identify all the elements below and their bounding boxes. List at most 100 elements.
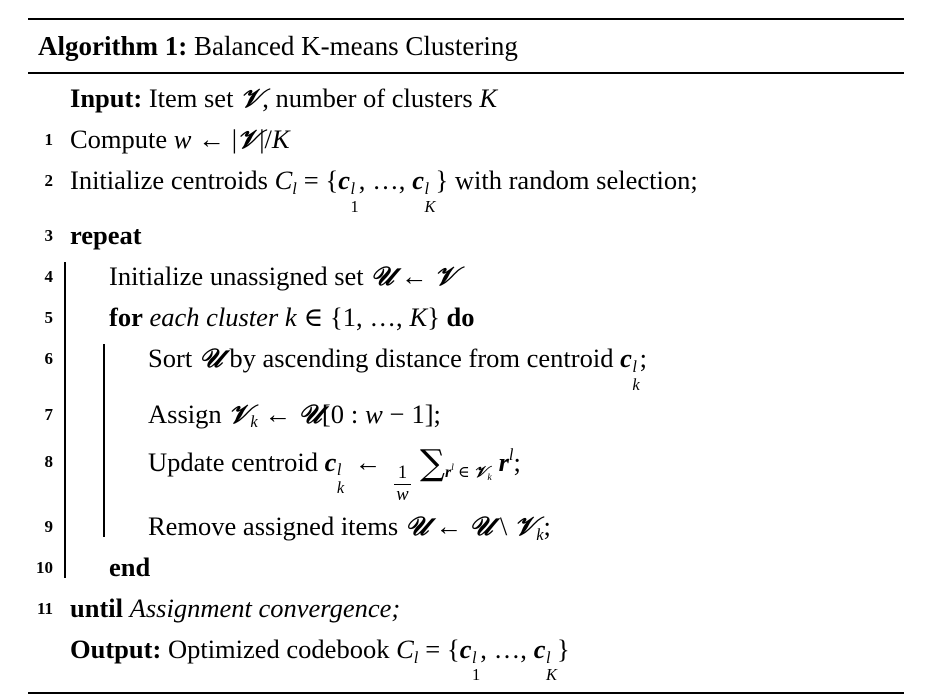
- line-11-text: until Assignment convergence;: [58, 588, 904, 629]
- math-sub-l: l: [292, 178, 297, 198]
- math-var-c: c: [459, 633, 472, 664]
- word-centroids: centroids: [170, 165, 268, 195]
- indent-bar-level-2: [97, 431, 136, 510]
- math-arrow-left: ←: [354, 446, 382, 477]
- input-words-2: , number of clusters: [262, 83, 473, 113]
- math-bar-open: |: [231, 124, 238, 154]
- math-cal-V: 𝒱: [237, 124, 260, 155]
- line-3-text: repeat: [58, 215, 904, 256]
- math-equals: =: [303, 165, 319, 195]
- math-cal-U: 𝒰: [297, 398, 322, 430]
- math-arrow-left: ←: [435, 510, 463, 541]
- math-comma: ,: [480, 633, 487, 664]
- math-cal-V: 𝒱: [228, 398, 251, 430]
- math-brace-open: {: [330, 302, 343, 333]
- math-brace-close: }: [427, 302, 440, 333]
- indent-guides: [58, 431, 136, 510]
- math-brace-open: {: [447, 633, 460, 664]
- math-semicolon: ;: [433, 398, 441, 429]
- line-4-text: Initialize unassigned set 𝒰←𝒱: [97, 256, 904, 297]
- algorithm-line-9: 9 Remove assigned items 𝒰←𝒰\𝒱k;: [28, 502, 904, 550]
- keyword-until: until: [70, 592, 124, 623]
- math-arrow-left: ←: [198, 124, 225, 154]
- indent-guides: [58, 335, 136, 397]
- line-number-9: 9: [44, 516, 54, 536]
- indent-bar-level-2: [97, 338, 136, 397]
- math-var-c-2: c: [533, 633, 546, 664]
- words-each-cluster: each cluster: [149, 302, 279, 333]
- math-slash: /: [264, 124, 272, 154]
- math-var-C: C: [274, 165, 293, 195]
- math-num-1: 1: [411, 398, 425, 429]
- math-colon: :: [350, 398, 359, 429]
- algorithm-caption-title: Balanced K-means Clustering: [193, 31, 518, 61]
- line-9-text: Remove assigned items 𝒰←𝒰\𝒱k;: [136, 506, 904, 547]
- line-number-5: 5: [44, 308, 54, 328]
- word-initialize: Initialize: [109, 261, 204, 292]
- math-bar-close: |: [259, 124, 265, 154]
- word-initialize: Initialize: [70, 165, 165, 195]
- output-label: Output:: [70, 633, 162, 664]
- words-unassigned-set: unassigned set: [209, 261, 364, 292]
- math-var-w: w: [173, 124, 192, 154]
- line-number-8: 8: [44, 451, 54, 471]
- line-number-11: 11: [36, 598, 53, 618]
- algorithm-line-6: 6 Sort 𝒰 by ascending distance from cent…: [28, 335, 904, 397]
- indent-guides: [58, 543, 97, 588]
- algorithm-caption: Algorithm 1: Balanced K-means Clustering: [28, 20, 904, 72]
- math-ellipsis: …: [493, 633, 521, 664]
- rule-bottom: [28, 692, 904, 695]
- math-sub-k: k: [536, 524, 544, 544]
- line-5-text: for each cluster k∈{1,…,K} do: [97, 297, 904, 338]
- indent-bar-level-1: [58, 335, 97, 397]
- indent-guides: [58, 390, 136, 438]
- math-cal-V: 𝒱: [514, 510, 537, 542]
- words-remove-assigned: Remove assigned items: [148, 510, 399, 541]
- math-arrow-left: ←: [401, 261, 428, 292]
- input-words: Item set: [148, 83, 234, 113]
- algorithm-body: Input: Item set 𝒱, number of clusters K …: [28, 74, 904, 692]
- rule-middle: [28, 72, 904, 74]
- math-var-K: K: [271, 124, 290, 154]
- indent-bar-level-1: [58, 390, 97, 438]
- indent-bar-level-2: [97, 502, 136, 547]
- line-number-10: 10: [36, 557, 53, 577]
- math-ellipsis: …: [369, 302, 397, 333]
- math-semicolon: ;: [543, 510, 551, 541]
- math-comma: ,: [358, 165, 366, 195]
- math-var-c-2: c: [412, 165, 425, 195]
- math-var-c: c: [324, 446, 337, 477]
- keyword-repeat: repeat: [70, 220, 142, 251]
- math-num-1: 1: [342, 302, 356, 333]
- algorithm-line-3: 3 repeat: [28, 215, 904, 256]
- math-element-of: ∈: [303, 302, 324, 333]
- word-compute: Compute: [70, 124, 168, 154]
- math-brace-close: }: [435, 165, 449, 195]
- math-cal-U: 𝒰: [404, 510, 429, 542]
- line-number-7: 7: [44, 404, 54, 424]
- math-cal-V: 𝒱: [434, 261, 457, 293]
- keyword-for: for: [109, 302, 143, 333]
- words-optimized-codebook: Optimized codebook: [167, 633, 390, 664]
- math-var-K: K: [479, 83, 497, 113]
- math-var-w: w: [365, 398, 383, 429]
- word-sort: Sort: [148, 343, 193, 374]
- math-sum-subscript: rl∈𝒱k: [444, 461, 492, 483]
- math-comma-2: ,: [398, 165, 406, 195]
- math-var-k: k: [284, 302, 297, 333]
- line-number-3: 3: [44, 226, 54, 246]
- math-bracket-close: ]: [424, 398, 434, 429]
- math-cal-U: 𝒰: [198, 343, 223, 375]
- line-6-text: Sort 𝒰 by ascending distance from centro…: [136, 338, 904, 393]
- algorithm-line-7: 7 Assign 𝒱k←𝒰[0:w−1];: [28, 390, 904, 438]
